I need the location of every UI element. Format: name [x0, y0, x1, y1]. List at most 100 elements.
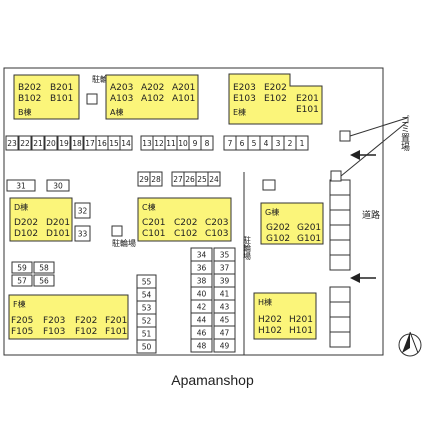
building-label: H棟: [258, 297, 272, 307]
parking-number: 8: [205, 139, 210, 148]
unit-label: E203: [233, 83, 256, 93]
parking-number: 54: [142, 291, 152, 300]
storage-box: [262, 179, 276, 191]
parking-number: 20: [46, 139, 56, 148]
unit-label: C102: [174, 229, 197, 239]
unit-label: F202: [75, 316, 97, 326]
unit-label: C101: [142, 229, 165, 239]
garbage-label: ゴミ置場: [399, 114, 410, 152]
unit-label: A101: [172, 94, 195, 104]
parking-number: 37: [220, 264, 230, 273]
parking-number: 34: [197, 251, 207, 260]
parking-number: 17: [85, 139, 95, 148]
parking-number: 44: [197, 316, 207, 325]
building-g: G棟 G202 G201 G102 G101: [260, 202, 324, 245]
building-label: C棟: [142, 202, 156, 212]
parking-number: 15: [109, 139, 119, 148]
unit-label: F102: [75, 327, 97, 337]
parking-stall: [74, 225, 91, 242]
parking-number: 1: [300, 139, 305, 148]
parking-stall: [149, 171, 163, 187]
unit-label: D201: [46, 218, 70, 228]
unit-label: H102: [258, 326, 282, 336]
unit-label: F201: [105, 316, 127, 326]
unit-label: F101: [105, 327, 127, 337]
unit-label: H201: [289, 315, 313, 325]
parking-number: 32: [78, 207, 88, 216]
unit-label: E201: [296, 94, 319, 104]
parking-stall: [213, 338, 236, 353]
parking-stall: [200, 135, 214, 151]
unit-label: B101: [50, 94, 73, 104]
building-label: B棟: [18, 107, 32, 117]
building-label: E棟: [233, 107, 246, 117]
parking-number: 31: [16, 182, 26, 191]
parking-number: 53: [142, 304, 152, 313]
parking-number: 12: [154, 139, 164, 148]
building-label: A棟: [110, 107, 123, 117]
parking-number: 43: [220, 303, 230, 312]
parking-stall: [70, 135, 84, 151]
unit-label: D202: [14, 218, 38, 228]
parking-right-strip: [329, 179, 351, 348]
bike-parking-label-3: 駐輪場: [243, 235, 252, 261]
building-c: C棟 C201 C202 C203 C101 C102 C103: [137, 197, 232, 242]
parking-number: 14: [121, 139, 131, 148]
building-label: G棟: [265, 207, 279, 217]
parking-stall: [33, 261, 55, 274]
parking-number: 7: [228, 139, 233, 148]
parking-number: 50: [142, 343, 152, 352]
parking-stall: [11, 261, 33, 274]
garbage-leader-2: [340, 121, 408, 177]
unit-label: H101: [289, 326, 313, 336]
unit-label: F203: [43, 316, 65, 326]
unit-label: A203: [110, 83, 133, 93]
parking-number: 4: [264, 139, 269, 148]
parking-stall: [18, 135, 32, 151]
garbage-box-1: [339, 130, 351, 142]
unit-label: G102: [266, 234, 290, 244]
garbage-leader-1: [349, 117, 408, 137]
unit-label: B202: [18, 83, 41, 93]
unit-label: A103: [110, 94, 133, 104]
parking-stall: [44, 135, 58, 151]
parking-number: 35: [220, 251, 230, 260]
parking-number: 36: [197, 264, 207, 273]
parking-number: 23: [7, 139, 17, 148]
parking-number: 30: [53, 182, 63, 191]
parking-number: 13: [142, 139, 152, 148]
unit-label: F105: [11, 327, 33, 337]
parking-stall: [119, 135, 133, 151]
unit-label: E202: [264, 83, 287, 93]
parking-stall: [31, 135, 45, 151]
parking-number: 52: [142, 317, 152, 326]
unit-label: G201: [297, 223, 321, 233]
unit-label: B102: [18, 94, 41, 104]
parking-stall: [33, 274, 55, 287]
parking-number: 51: [142, 330, 152, 339]
unit-label: F205: [11, 316, 33, 326]
unit-label: B201: [50, 83, 73, 93]
entrance-arrow-1: [350, 150, 376, 160]
parking-number: 56: [39, 277, 49, 286]
unit-label: G202: [266, 223, 290, 233]
parking-stall: [74, 202, 91, 219]
parking-number: 9: [193, 139, 198, 148]
parking-number: 25: [197, 175, 207, 184]
parking-number: 41: [220, 290, 230, 299]
building-label: F棟: [13, 299, 26, 309]
unit-label: D101: [46, 229, 70, 239]
parking-number: 40: [197, 290, 207, 299]
building-e: E203 E202 E103 E102 E201 E101 E棟: [228, 73, 323, 125]
building-a: A203 A202 A201 A103 A102 A101 A棟: [105, 74, 199, 120]
parking-number: 47: [220, 329, 230, 338]
unit-label: C103: [205, 229, 228, 239]
bike-shelter-a: [86, 93, 98, 105]
parking-number: 16: [97, 139, 107, 148]
parking-number: 19: [59, 139, 69, 148]
